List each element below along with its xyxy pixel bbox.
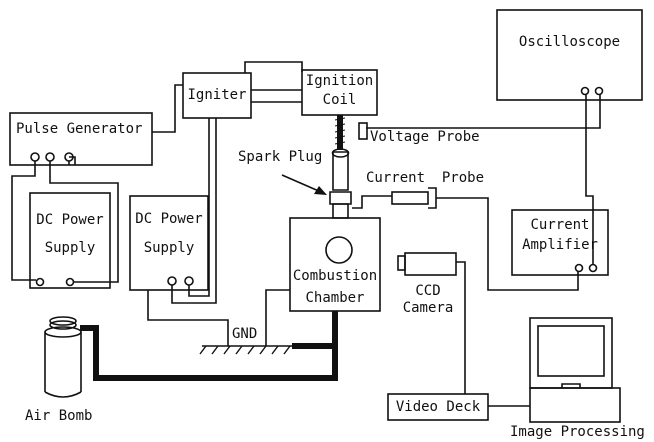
pulse-generator-label: Pulse Generator (16, 121, 143, 137)
dc1-terminal-1 (35, 277, 45, 287)
dc-power-supply-2-label-line2: Supply (143, 240, 195, 256)
oscilloscope-label: Oscilloscope (518, 34, 621, 50)
chamber-window (325, 236, 353, 264)
current-amplifier-label-line2: Amplifier (522, 237, 598, 253)
wire-dc2-igniter-a (171, 118, 217, 304)
dc-power-supply-2-label-line1: DC Power (135, 211, 203, 227)
spark-plug-label: Spark Plug (238, 149, 323, 165)
air-bomb-hose (80, 325, 338, 381)
ccd-camera-label-line2: Camera (402, 300, 454, 316)
air-bomb-label: Air Bomb (25, 408, 93, 424)
wire-pg-igniter-2 (69, 156, 76, 165)
chamber-ground-lead (292, 311, 338, 349)
wire-current-probe-chamber (352, 195, 392, 209)
dc-power-supply-1-label-line1: DC Power (36, 212, 104, 228)
wire-pg-igniter (68, 84, 183, 165)
combustion-chamber-label-line1: Combustion (292, 268, 378, 284)
spark-plug-nut (329, 191, 352, 205)
wire-amp-osc (585, 95, 594, 264)
dc-power-supply-2-box (129, 195, 209, 291)
computer-screen (537, 325, 605, 377)
wire-igniter-coil-top (244, 61, 303, 73)
voltage-probe-body (358, 122, 368, 140)
dc-power-supply-1-box (29, 192, 111, 289)
ccd-camera-body (404, 252, 457, 276)
oscilloscope-box (496, 9, 643, 101)
hv-lead-texture (334, 117, 346, 145)
igniter-box (182, 72, 252, 119)
air-bomb-cylinder (44, 316, 82, 398)
current-probe-body (391, 191, 429, 205)
voltage-probe-label: Voltage Probe (370, 129, 480, 145)
spark-plug-cap (331, 148, 350, 158)
dc2-terminal-1 (167, 276, 177, 286)
spark-plug-tip (332, 203, 349, 219)
wire-dc2-igniter-b (188, 118, 210, 297)
dc-power-supply-1-label-line2: Supply (44, 240, 96, 256)
wire-camera-deck (456, 261, 466, 394)
dc1-terminal-2 (65, 277, 75, 287)
ignition-coil-label-line1: Ignition (305, 73, 374, 89)
osc-terminal-1 (580, 86, 590, 96)
pulse-gen-terminal-2 (45, 152, 55, 162)
gnd-label: GND (232, 326, 258, 342)
wire-current-probe-amp (436, 197, 579, 291)
igniter-label: Igniter (187, 87, 247, 103)
osc-terminal-2 (594, 86, 604, 96)
computer-monitor (529, 317, 613, 389)
spark-plug-body (332, 151, 349, 191)
ccd-camera-lens (397, 255, 406, 271)
current-amplifier-box (511, 209, 609, 276)
image-processing-label: Image Processing (510, 424, 645, 440)
gnd-hatch (199, 345, 291, 355)
dc2-terminal-2 (184, 276, 194, 286)
current-probe-label: Current Probe (366, 170, 485, 186)
ignition-coil-label-line2: Coil (322, 92, 357, 108)
computer-base (529, 387, 621, 423)
current-probe-clamp (428, 187, 437, 209)
wire-chamber-gnd (265, 289, 290, 346)
video-deck-box (387, 393, 489, 421)
amp-terminal-2 (588, 263, 598, 273)
wire-pg-dc1-right (49, 161, 119, 283)
computer-stand (561, 383, 581, 388)
ccd-camera-label-line1: CCD (415, 283, 441, 299)
amp-terminal-1 (574, 263, 584, 273)
wire-voltage-probe (366, 95, 601, 129)
pulse-gen-terminal-1 (30, 152, 40, 162)
video-deck-label: Video Deck (395, 399, 481, 415)
wire-pg-dc1-left (11, 161, 36, 281)
spark-plug-arrow (281, 174, 327, 195)
combustion-chamber-label-line2: Chamber (305, 290, 365, 306)
pulse-generator-box (9, 112, 153, 166)
current-amplifier-label-line1: Current (530, 217, 590, 233)
wire-dc2-gnd (147, 290, 229, 346)
